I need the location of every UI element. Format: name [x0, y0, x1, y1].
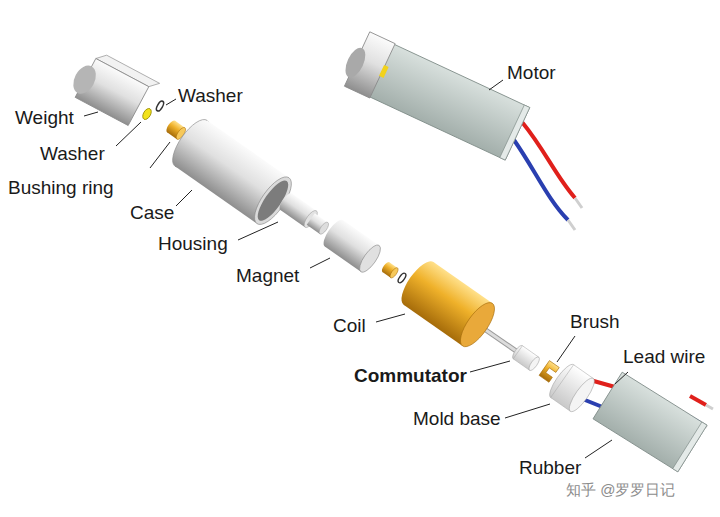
motor-wires: [514, 122, 582, 230]
watermark: 知乎 @罗罗日记: [566, 481, 675, 499]
washer-part: [397, 272, 407, 284]
part-label: Washer: [178, 85, 243, 108]
part-label: Housing: [158, 233, 228, 256]
part-label: Rubber: [519, 457, 581, 480]
part-label: Washer: [40, 143, 105, 166]
mold-base-part: [546, 361, 598, 414]
part-label: Coil: [333, 315, 366, 338]
part-label: Brush: [570, 311, 620, 334]
leader-lines: [84, 80, 628, 458]
part-label: Bushing ring: [8, 177, 114, 200]
bushing-part: [380, 261, 399, 279]
washer-part: [141, 107, 153, 121]
coil-part: [395, 256, 500, 351]
weight-part: [66, 47, 159, 130]
commutator-part: [511, 344, 541, 372]
housing-part: [277, 191, 332, 238]
part-label: Motor: [507, 62, 556, 85]
case-part: [166, 114, 298, 230]
washer-part: [155, 100, 165, 112]
rubber-part: [593, 372, 707, 472]
part-label: Case: [130, 202, 174, 225]
part-label: Magnet: [236, 265, 299, 288]
magnet-part: [320, 217, 384, 275]
part-label: Lead wire: [623, 346, 705, 369]
motor-body: [337, 28, 530, 161]
part-label: Commutator: [354, 365, 467, 388]
part-label: Weight: [15, 107, 74, 130]
part-label: Mold base: [413, 408, 501, 431]
